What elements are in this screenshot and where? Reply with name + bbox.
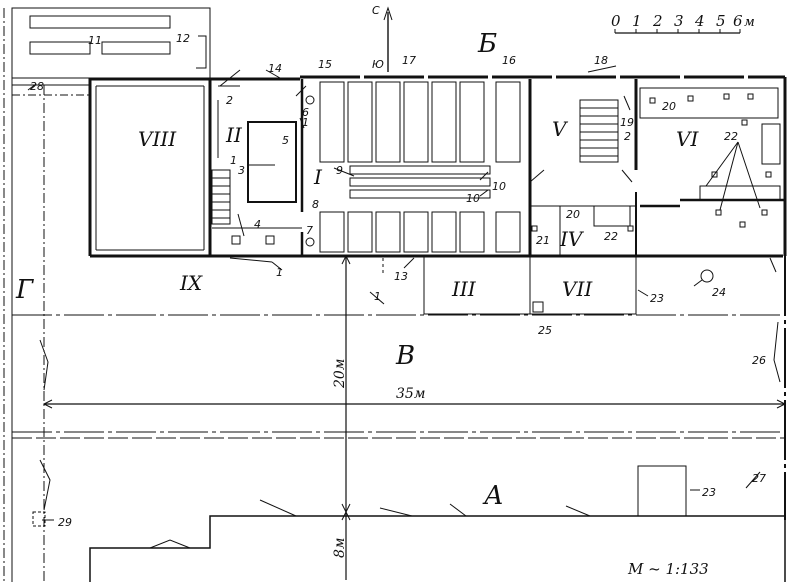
- dim-8: 8м: [332, 537, 348, 558]
- room-vi-label: VI: [676, 127, 699, 151]
- dimension-lines: [42, 254, 787, 580]
- leader-lines: [27, 83, 761, 521]
- dim-20: 20м: [332, 359, 348, 389]
- zone-g-strip: [3, 8, 90, 582]
- room-i-label: I: [313, 165, 323, 189]
- scale-bar: [614, 29, 741, 34]
- callout-8: 8: [312, 198, 319, 211]
- callout-10: 10: [492, 180, 506, 193]
- north-arrow: [383, 6, 393, 72]
- callout-1c: 1: [276, 266, 283, 279]
- zone-b-label: Б: [477, 29, 497, 59]
- scale-tick-4: 4: [694, 12, 705, 30]
- callout-22b: 22: [604, 230, 618, 243]
- scale-note: М ~ 1:133: [627, 560, 709, 578]
- scale-tick-5: 5: [716, 12, 726, 30]
- callout-9: 9: [336, 164, 343, 177]
- callout-22: 22: [724, 130, 738, 143]
- callout-27: 27: [752, 472, 766, 485]
- callout-21: 21: [536, 234, 550, 247]
- room-ix-label: IX: [179, 271, 203, 295]
- callout-25: 25: [538, 324, 552, 337]
- scale-tick-6: 6: [733, 12, 743, 30]
- callout-13: 13: [394, 270, 408, 283]
- scale-unit: м: [744, 15, 755, 30]
- yard-lines: [12, 256, 786, 520]
- callout-5: 5: [282, 134, 289, 147]
- callout-20: 20: [662, 100, 676, 113]
- scale-tick-0: 0: [611, 12, 621, 30]
- callout-3: 3: [238, 164, 245, 177]
- room-vii-label: VII: [562, 277, 593, 301]
- scale-tick-1: 1: [632, 12, 642, 30]
- south-annexes: [369, 255, 714, 315]
- callout-6: 6: [302, 106, 309, 119]
- label-yu: Ю: [372, 58, 384, 71]
- callout-11: 11: [88, 34, 102, 47]
- zone-g-label: Г: [15, 275, 34, 305]
- room-viii-label: VIII: [138, 127, 177, 151]
- callout-28: 28: [30, 80, 44, 93]
- callout-23: 23: [650, 292, 664, 305]
- callout-18: 18: [594, 54, 608, 67]
- callout-24: 24: [712, 286, 726, 299]
- callout-19: 19: [620, 116, 634, 129]
- room-ii-label: II: [225, 123, 243, 147]
- callout-7: 7: [306, 224, 313, 237]
- callout-2b: 2: [624, 130, 631, 143]
- callout-14: 14: [268, 62, 282, 75]
- rooms-east: [529, 87, 785, 256]
- annex-box: [11, 7, 211, 79]
- callout-1b: 1: [230, 154, 237, 167]
- callout-4: 4: [254, 218, 261, 231]
- scale-tick-3: 3: [674, 12, 684, 30]
- north-label: С: [372, 4, 380, 17]
- callout-15: 15: [318, 58, 332, 71]
- hall-stalls: [305, 81, 521, 253]
- callout-10b: 10: [466, 192, 480, 205]
- callout-12: 12: [176, 32, 190, 45]
- dim-35: 35м: [396, 386, 425, 402]
- callout-29: 29: [58, 516, 72, 529]
- labels: С Ю 0 1 2 3 4 5 6 м Б В А Г VIII II I V …: [15, 4, 766, 578]
- door-marks: [219, 65, 777, 273]
- callout-20b: 20: [566, 208, 580, 221]
- room-iii-label: III: [451, 277, 477, 301]
- callout-16: 16: [502, 54, 516, 67]
- callout-2: 2: [226, 94, 233, 107]
- callout-1: 1: [302, 116, 309, 129]
- callout-23b: 23: [702, 486, 716, 499]
- room-iv-label: IV: [559, 227, 585, 251]
- room-v-label: V: [552, 117, 569, 141]
- zone-a-label: А: [482, 481, 504, 511]
- callout-1d: 1: [374, 290, 381, 303]
- zone-v-label: В: [395, 341, 415, 371]
- zone-a-building: [32, 459, 786, 582]
- callout-26: 26: [752, 354, 766, 367]
- callout-17: 17: [402, 54, 416, 67]
- scale-tick-2: 2: [652, 12, 663, 30]
